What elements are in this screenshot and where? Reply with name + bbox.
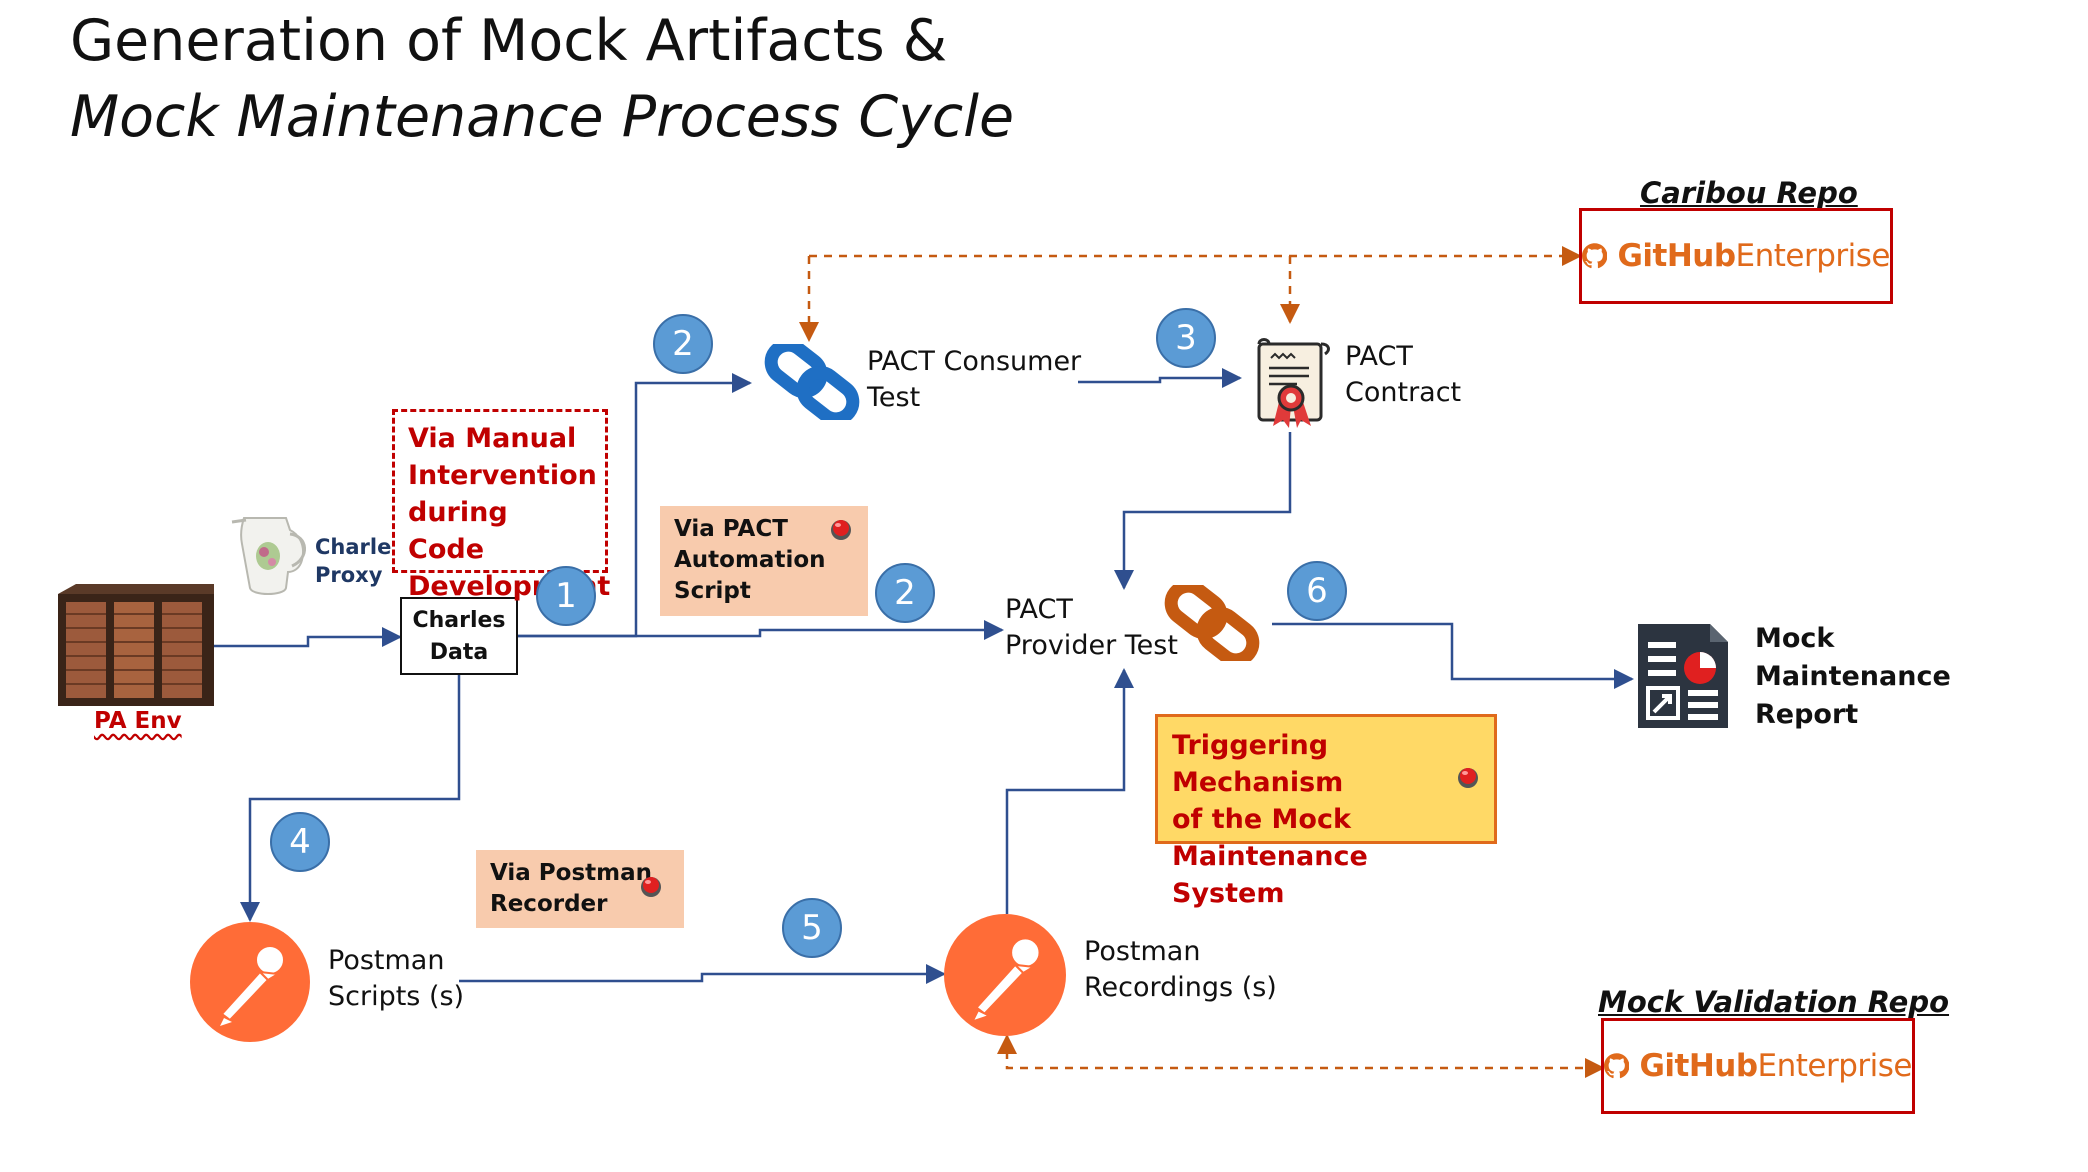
github-icon xyxy=(1582,243,1608,269)
postman-icon xyxy=(944,914,1066,1036)
pitcher-icon xyxy=(228,510,312,600)
postman-recorder-note: Via Postman Recorder xyxy=(476,850,684,928)
page-title-line1: Generation of Mock Artifacts & xyxy=(70,8,948,74)
caribou-repo-title: Caribou Repo xyxy=(1640,176,1858,210)
step-badge-5: 5 xyxy=(782,898,842,958)
triggering-mechanism-note: Triggering Mechanism of the Mock Mainten… xyxy=(1155,714,1497,909)
postman-icon xyxy=(190,922,310,1042)
pa-env-label: PA Env xyxy=(94,708,182,734)
step-badge-2: 2 xyxy=(875,563,935,623)
certificate-icon xyxy=(1253,336,1333,432)
postman-scripts-label: Postman Scripts (s) xyxy=(328,945,465,1012)
edge-consumer-to-contract xyxy=(1078,368,1242,388)
step-badge-6: 6 xyxy=(1287,561,1347,621)
step-badge-3: 3 xyxy=(1156,308,1216,368)
pact-automation-script-note: Via PACT Automation Script xyxy=(660,506,868,616)
github-icon xyxy=(1604,1053,1630,1079)
edge-scripts-to-recordings xyxy=(459,964,946,984)
pact-consumer-test-label: PACT Consumer Test xyxy=(867,346,1082,413)
mock-validation-repo-title: Mock Validation Repo xyxy=(1598,985,1950,1019)
edge-charles-to-postman-scripts xyxy=(240,675,461,922)
edge-provider-to-report xyxy=(1272,622,1634,689)
step-badge-4: 4 xyxy=(270,812,330,872)
chain-link-icon xyxy=(760,338,864,426)
record-button-icon xyxy=(829,517,853,541)
step-badge-2: 2 xyxy=(653,314,713,374)
step-badge-1: 1 xyxy=(536,566,596,626)
pact-provider-test-label: PACT Provider Test xyxy=(1005,594,1178,661)
charles-data-box: Charles Data xyxy=(400,597,518,675)
edge-contract-to-provider xyxy=(1114,432,1292,590)
postman-recordings-label: Postman Recordings (s) xyxy=(1084,936,1277,1003)
pact-contract-label: PACT Contract xyxy=(1345,341,1462,408)
server-rack-icon xyxy=(58,584,214,706)
record-button-icon xyxy=(1456,765,1480,789)
edge-recordings-to-provider xyxy=(1005,668,1134,914)
report-icon xyxy=(1638,624,1728,728)
caribou-github-enterprise-badge[interactable]: GitHubEnterprise xyxy=(1579,208,1893,304)
edge-charles-to-pact-provider xyxy=(518,620,1004,640)
page-title-line2: Mock Maintenance Process Cycle xyxy=(70,84,1015,150)
edge-dashed-recordings-validation xyxy=(997,1034,1605,1078)
chain-link-icon xyxy=(1160,579,1264,667)
mock-validation-github-enterprise-badge[interactable]: GitHubEnterprise xyxy=(1601,1018,1915,1114)
mock-report-label: Mock Maintenance Report xyxy=(1755,623,1951,730)
manual-intervention-note: Via Manual Intervention during Code Deve… xyxy=(392,409,610,602)
charles-proxy-label: Charles Proxy xyxy=(315,535,404,587)
record-button-icon xyxy=(639,874,663,898)
edge-pa-to-charles-data xyxy=(214,627,402,648)
